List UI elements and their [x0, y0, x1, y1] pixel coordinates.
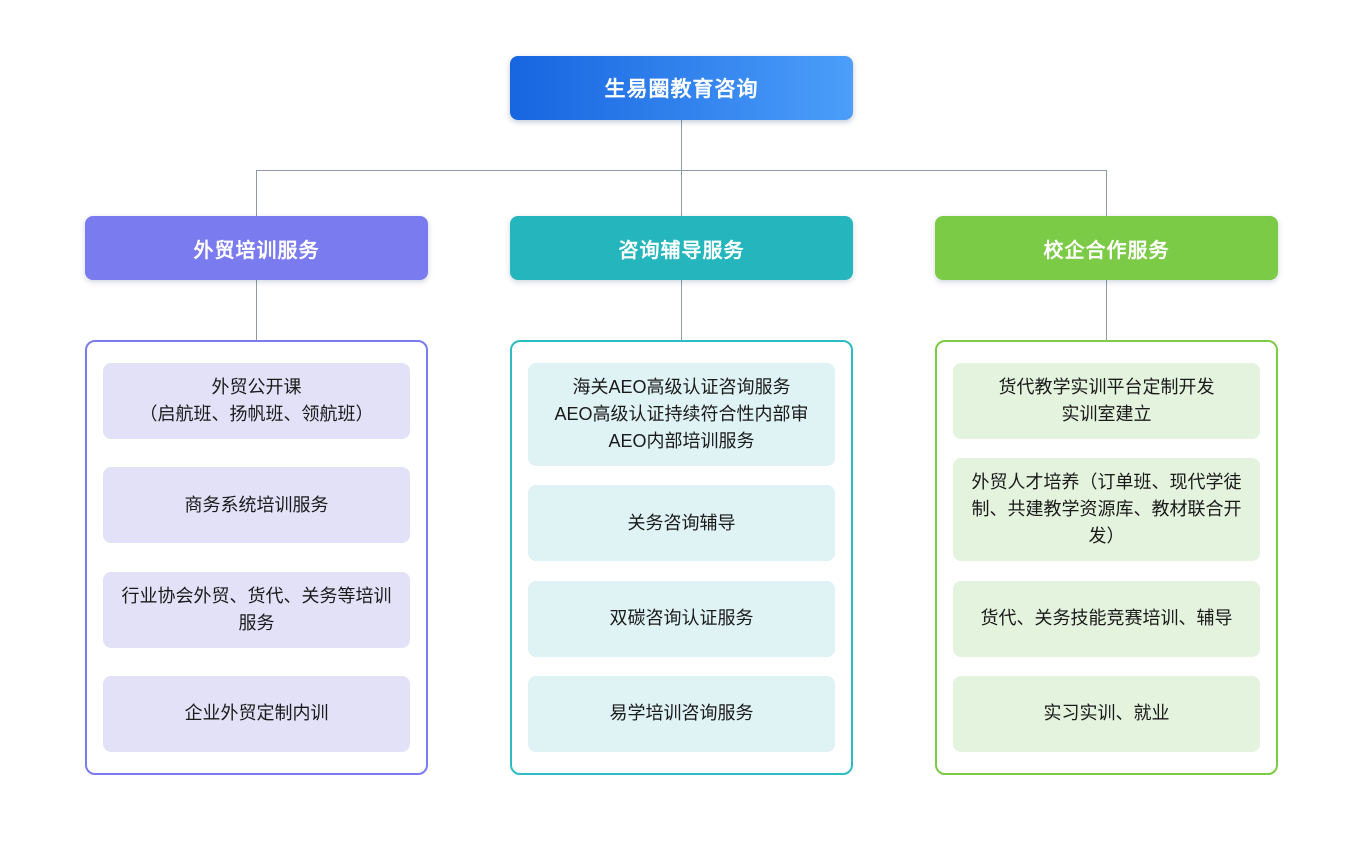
leaf-node: 关务咨询辅导	[528, 485, 835, 562]
branch-header-trade-training: 外贸培训服务	[85, 216, 428, 280]
leaf-node: 外贸公开课 （启航班、扬帆班、领航班）	[103, 363, 410, 439]
connector-consult-to-container	[680, 280, 682, 340]
connector-drop-consult	[680, 170, 682, 216]
leaf-node: 货代教学实训平台定制开发 实训室建立	[953, 363, 1260, 439]
connector-drop-school	[1105, 170, 1107, 216]
leaf-node: 货代、关务技能竞赛培训、辅导	[953, 580, 1260, 657]
connector-drop-trade	[255, 170, 257, 216]
branch-header-consulting: 咨询辅导服务	[510, 216, 853, 280]
branch-header-school-enterprise: 校企合作服务	[935, 216, 1278, 280]
branch-container-school-enterprise: 货代教学实训平台定制开发 实训室建立 外贸人才培养（订单班、现代学徒制、共建教学…	[935, 340, 1278, 775]
branch-container-trade-training: 外贸公开课 （启航班、扬帆班、领航班） 商务系统培训服务 行业协会外贸、货代、关…	[85, 340, 428, 775]
connector-trade-to-container	[255, 280, 257, 340]
leaf-node: 双碳咨询认证服务	[528, 580, 835, 657]
leaf-node: 企业外贸定制内训	[103, 675, 410, 752]
leaf-node: 易学培训咨询服务	[528, 675, 835, 752]
leaf-node: 海关AEO高级认证咨询服务 AEO高级认证持续符合性内部审 AEO内部培训服务	[528, 363, 835, 466]
connector-school-to-container	[1105, 280, 1107, 340]
leaf-node: 外贸人才培养（订单班、现代学徒制、共建教学资源库、教材联合开发）	[953, 458, 1260, 562]
connector-root-stem	[680, 120, 682, 170]
leaf-node: 商务系统培训服务	[103, 467, 410, 544]
leaf-node: 行业协会外贸、货代、关务等培训服务	[103, 571, 410, 648]
branch-container-consulting: 海关AEO高级认证咨询服务 AEO高级认证持续符合性内部审 AEO内部培训服务 …	[510, 340, 853, 775]
root-node: 生易圈教育咨询	[510, 56, 853, 120]
leaf-node: 实习实训、就业	[953, 675, 1260, 752]
